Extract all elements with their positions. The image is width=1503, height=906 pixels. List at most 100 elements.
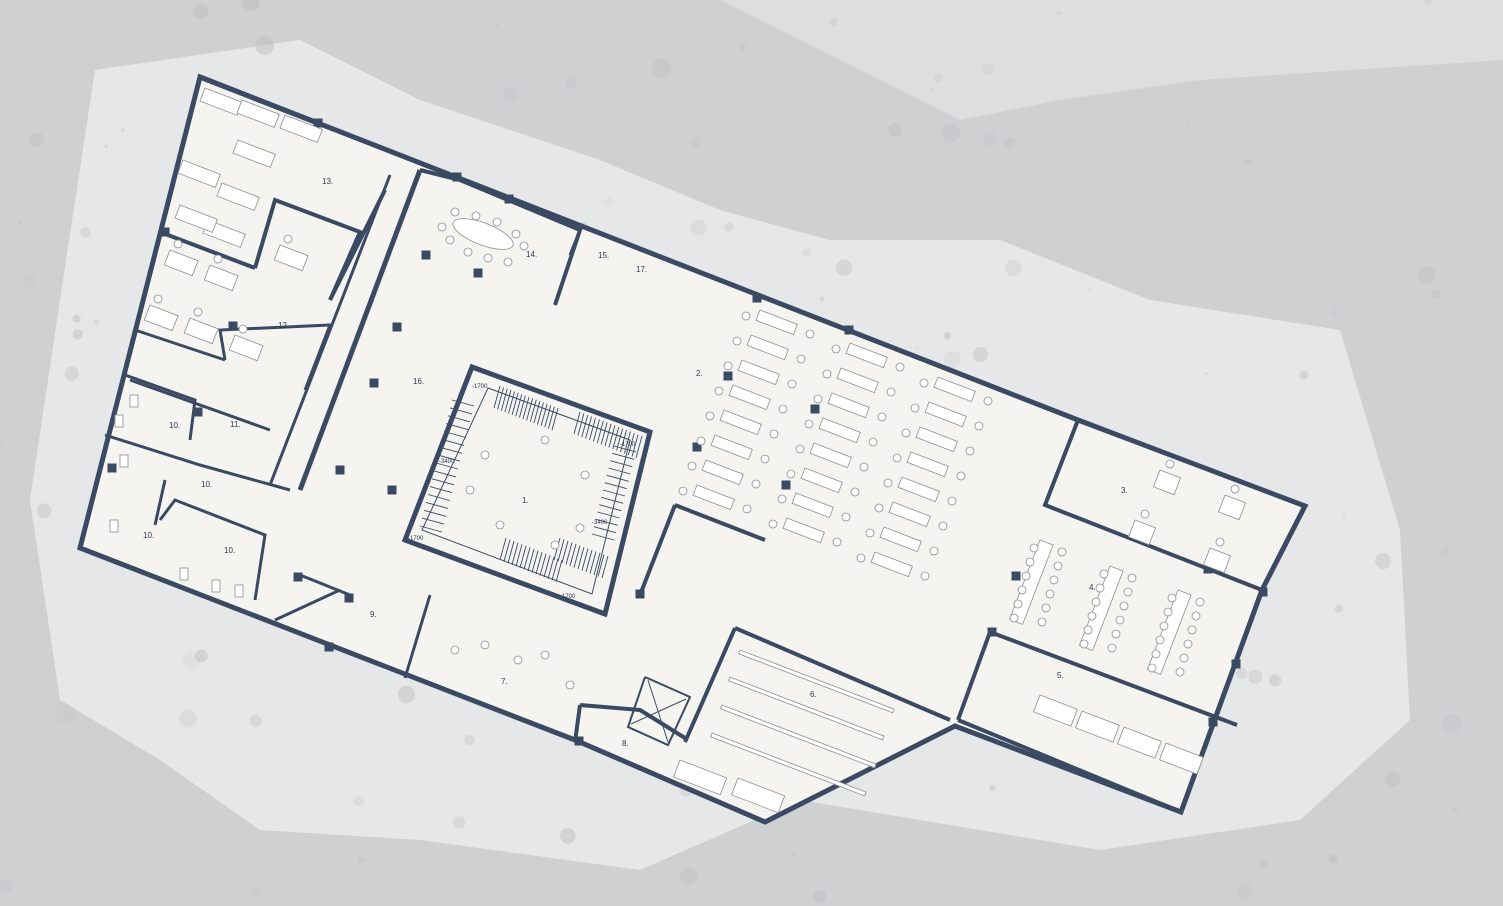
workstation [782,517,825,544]
stair-tread [544,405,552,428]
table-chair [1167,593,1177,603]
column [752,293,762,303]
stair-tread [593,526,616,534]
speckle [929,88,934,92]
office-chair [153,294,163,304]
stair-tread [493,385,501,409]
speckle [104,144,108,149]
task-chair [956,471,966,481]
wc-fixture [234,584,244,598]
atrium-inner-edge [421,387,631,595]
stair-tread [613,445,637,453]
table-chair [1195,597,1205,607]
stair-tread [518,395,526,418]
table-chair [1029,543,1039,553]
desk-top [906,451,949,478]
wall-11-north [129,378,271,432]
column [421,250,431,260]
table-chair [1155,635,1165,645]
wall-10-wc [124,373,197,441]
desk-top [746,334,789,361]
speckle [680,867,698,886]
stair-tread [519,545,527,569]
speckle [452,816,466,829]
desk-top [827,392,870,419]
speckle [1417,266,1436,284]
speckle [1235,667,1248,679]
workstation [836,367,879,394]
table-chair [1021,571,1031,581]
level-label-1: -1700 [472,384,488,390]
stair-tread [515,394,523,417]
office-desk [232,139,276,168]
meeting-chair [445,235,455,245]
speckle [29,132,45,148]
speckle [888,122,903,137]
speckle [972,346,989,363]
room-label-16: 16. [413,377,424,386]
table-chair [1079,639,1089,649]
wall-8-north [579,703,687,740]
stair-tread [522,396,530,420]
task-chair [805,329,815,339]
stair-tread [555,559,563,583]
speckle [195,649,208,663]
wc-fixture [179,567,189,581]
task-chair [910,403,920,413]
column [1011,571,1021,581]
wall-12-north [134,328,226,362]
stair-tread [577,546,585,570]
stair-tread [585,549,593,573]
stair-tread [421,517,445,525]
task-chair [813,394,823,404]
stair-tread [425,501,449,509]
stair-tread [515,544,523,567]
corridor-wall-west [268,174,392,486]
desk-top [1075,710,1120,743]
task-chair [822,369,832,379]
studio-chair [1140,509,1150,519]
workstation [800,467,843,494]
stair-tread [569,543,577,567]
speckle [1334,604,1343,613]
task-chair [868,437,878,447]
desk-top [163,249,199,277]
table-chair [1057,547,1067,557]
task-chair [777,494,787,504]
stair-tread [608,467,631,475]
desk-top [720,704,877,769]
stair-tread [610,460,633,468]
wc-fixture [211,579,221,593]
stair-tread [507,540,515,564]
stair-tread [565,542,573,565]
column [574,736,584,746]
task-chair [804,419,814,429]
stair-tread [535,551,543,575]
atrium-seat [550,540,560,550]
workstation [845,342,888,369]
speckle [943,332,952,340]
stair-tread [551,558,559,581]
stair-tread [437,454,461,462]
wc-fixture [114,414,124,428]
task-chair [723,361,733,371]
meeting-chair [450,207,460,217]
speckle [565,76,578,88]
display-bench [738,649,895,714]
stair-tread [551,407,559,431]
speckle [982,5,985,9]
north-wall [199,74,316,125]
workstation [915,426,958,453]
speckle [251,888,262,898]
level-label-6: -1700 [560,594,576,600]
table-chair [1147,663,1157,673]
stair-tread [499,537,507,561]
speckle [399,865,402,868]
workstation [870,551,913,578]
stair-tread [597,554,605,577]
table-chair [1087,611,1097,621]
atrium-seat [575,523,585,533]
desk-top [728,676,885,741]
stair-tread [599,504,622,512]
wall-3-4 [1042,419,1263,592]
